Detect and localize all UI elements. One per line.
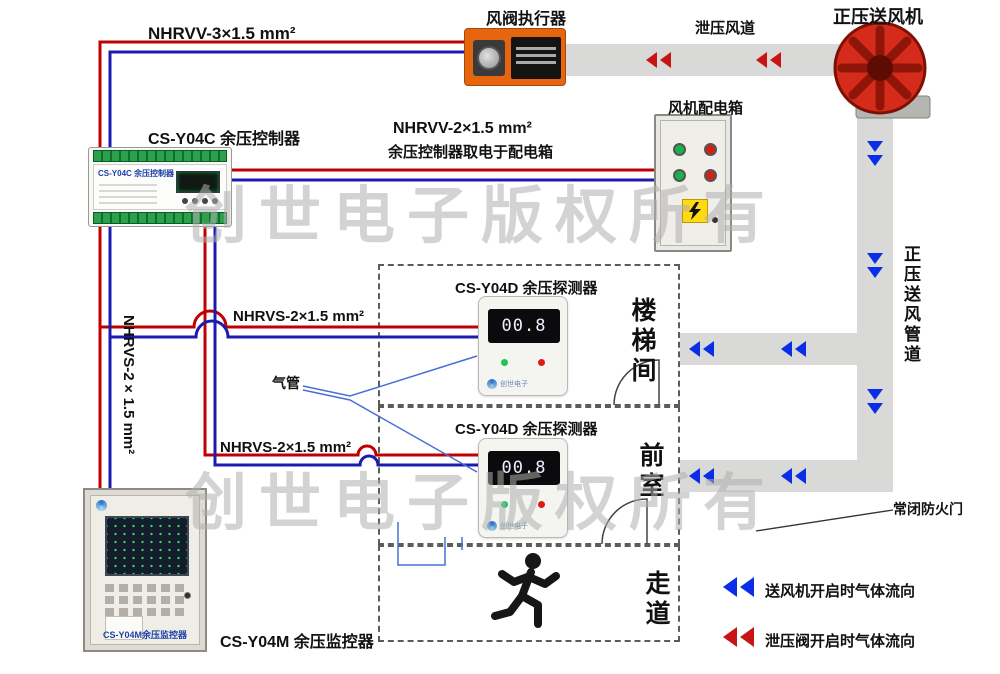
brand-text: 创世电子 bbox=[500, 381, 528, 388]
fan-power-box bbox=[654, 114, 732, 252]
supply-flow-arrow-down-1 bbox=[867, 141, 883, 166]
air-tube-label: 气管 bbox=[272, 375, 300, 391]
room-label-frontroom: 前室 bbox=[636, 442, 664, 502]
fan-title: 正压送风机 bbox=[833, 7, 923, 27]
supply-flow-arrow-left-1 bbox=[689, 341, 714, 357]
monitor-keypad-row bbox=[105, 584, 189, 592]
fire-door-label: 常闭防火门 bbox=[893, 501, 963, 517]
monitor-title: CS-Y04M 余压监控器 bbox=[220, 634, 374, 651]
cable-label-monitor-run: NHRVS-2×1.5 mm² bbox=[120, 315, 137, 455]
indicator-red-1 bbox=[704, 143, 717, 156]
supply-duct-vertical bbox=[857, 116, 893, 492]
supply-flow-arrow-left-3 bbox=[689, 468, 714, 484]
controller-face: CS-Y04C 余压控制器 bbox=[93, 164, 227, 210]
actuator-hub-plate bbox=[473, 40, 505, 76]
detector-reading: 00.8 bbox=[501, 316, 547, 336]
supply-flow-arrow-down-3 bbox=[867, 389, 883, 414]
detector-indicator-red bbox=[538, 501, 545, 508]
indicator-red-2 bbox=[704, 169, 717, 182]
lightning-icon bbox=[689, 202, 701, 220]
supply-flow-arrow-left-2 bbox=[781, 341, 806, 357]
room-box-corridor bbox=[378, 545, 680, 642]
cable-label-power-2: 余压控制器取电于配电箱 bbox=[388, 144, 554, 161]
supply-duct-title: 正压送风管道 bbox=[901, 245, 920, 365]
monitor-sticker bbox=[105, 616, 143, 640]
fan-hub bbox=[867, 55, 893, 81]
detector-reading: 00.8 bbox=[501, 458, 547, 478]
brand-swirl-icon bbox=[96, 500, 107, 511]
supply-flow-arrow-left-4 bbox=[781, 468, 806, 484]
terminal-strip-top bbox=[93, 150, 227, 162]
detector1-title: CS-Y04D 余压探测器 bbox=[455, 280, 598, 297]
fan-power-box-panel bbox=[660, 120, 726, 246]
legend-relief-arrow-icon bbox=[723, 627, 754, 647]
monitor-panel: CS-Y04M余压监控器 bbox=[90, 495, 200, 645]
controller-face-label: CS-Y04C 余压控制器 bbox=[98, 169, 175, 178]
pressure-controller: CS-Y04C 余压控制器 bbox=[88, 147, 232, 227]
relief-flow-arrow-left-2 bbox=[756, 52, 781, 68]
indicator-green-1 bbox=[673, 143, 686, 156]
brand-text: 创世电子 bbox=[500, 523, 528, 530]
relief-duct-title: 泄压风道 bbox=[695, 20, 756, 37]
power-box-title: 风机配电箱 bbox=[668, 100, 744, 117]
controller-markings bbox=[99, 182, 157, 204]
detector-indicator-green bbox=[501, 501, 508, 508]
brand-swirl-icon bbox=[487, 521, 497, 531]
room-label-corridor: 走道 bbox=[642, 570, 670, 630]
room-box-frontroom bbox=[378, 406, 680, 545]
supply-flow-arrow-down-2 bbox=[867, 253, 883, 278]
detector2-title: CS-Y04D 余压探测器 bbox=[455, 421, 598, 438]
cable-label-detector1: NHRVS-2×1.5 mm² bbox=[233, 308, 365, 325]
detector-indicator-green bbox=[501, 359, 508, 366]
cable-label-actuator: NHRVV-3×1.5 mm² bbox=[148, 24, 296, 43]
pressure-detector-stairwell: 00.8 创世电子 bbox=[478, 296, 568, 396]
legend-supply-text: 送风机开启时气体流向 bbox=[765, 583, 916, 600]
room-label-stairwell: 楼梯间 bbox=[628, 297, 656, 387]
brand-logo: 创世电子 bbox=[487, 379, 528, 389]
supply-fan bbox=[833, 21, 931, 119]
actuator-hub-icon bbox=[477, 46, 501, 70]
warning-sticker bbox=[682, 199, 708, 223]
legend-relief-text: 泄压阀开启时气体流向 bbox=[765, 633, 916, 650]
relief-duct bbox=[563, 44, 858, 76]
monitor-keyhole-icon bbox=[184, 592, 191, 599]
detector-display: 00.8 bbox=[488, 309, 560, 343]
pressure-detector-frontroom: 00.8 创世电子 bbox=[478, 438, 568, 538]
actuator-title: 风阀执行器 bbox=[486, 11, 567, 28]
pressure-monitor-cabinet: CS-Y04M余压监控器 bbox=[83, 488, 207, 652]
fire-door-leader-line bbox=[755, 509, 894, 532]
detector-indicator-red bbox=[538, 359, 545, 366]
relief-flow-arrow-left-1 bbox=[646, 52, 671, 68]
monitor-keypad-row bbox=[105, 608, 189, 616]
keyhole-icon bbox=[712, 217, 718, 223]
controller-buttons bbox=[182, 198, 218, 204]
cable-label-power-1: NHRVV-2×1.5 mm² bbox=[393, 120, 532, 137]
damper-actuator bbox=[464, 28, 566, 86]
brand-swirl-icon bbox=[487, 379, 497, 389]
legend-supply-arrow-icon bbox=[723, 577, 754, 597]
cable-label-detector2: NHRVS-2×1.5 mm² bbox=[220, 439, 352, 456]
actuator-label-panel bbox=[511, 37, 561, 79]
controller-title: CS-Y04C 余压控制器 bbox=[148, 131, 301, 148]
detector-display: 00.8 bbox=[488, 451, 560, 485]
running-person-icon bbox=[491, 553, 560, 628]
brand-logo: 创世电子 bbox=[487, 521, 528, 531]
monitor-face-label: CS-Y04M余压监控器 bbox=[102, 630, 187, 640]
monitor-screen bbox=[105, 516, 189, 576]
indicator-green-2 bbox=[673, 169, 686, 182]
controller-display bbox=[176, 171, 220, 193]
terminal-strip-bottom bbox=[93, 212, 227, 224]
monitor-keypad-row bbox=[105, 596, 189, 604]
